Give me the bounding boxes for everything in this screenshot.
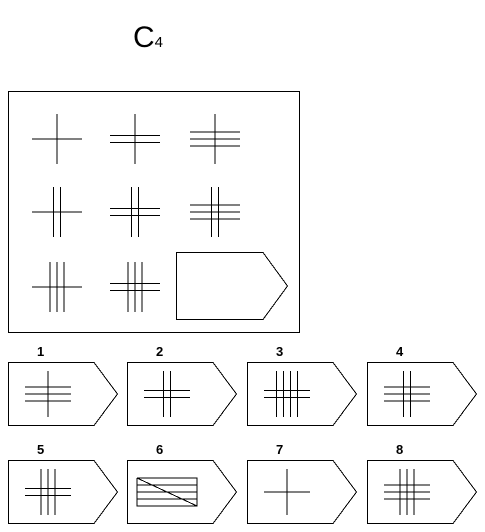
title-letter: C	[133, 21, 155, 54]
option-card-outline	[8, 460, 118, 524]
option-number-8: 8	[396, 442, 404, 457]
matrix-cell	[110, 187, 160, 237]
answer-option-6[interactable]	[127, 460, 237, 524]
option-number-2: 2	[156, 344, 164, 359]
answer-option-7[interactable]	[247, 460, 357, 524]
option-number-6: 6	[156, 442, 164, 457]
answer-option-8[interactable]	[367, 460, 477, 524]
matrix-cell	[32, 114, 82, 164]
option-number-5: 5	[37, 442, 45, 457]
matrix-cell	[190, 114, 240, 164]
answer-option-4[interactable]	[367, 362, 477, 426]
matrix-cell	[32, 187, 82, 237]
answer-option-2[interactable]	[127, 362, 237, 426]
answer-option-5[interactable]	[8, 460, 118, 524]
diagonal-line	[136, 477, 198, 507]
title-number: 4	[154, 34, 164, 51]
matrix-cell	[110, 114, 160, 164]
option-number-1: 1	[37, 344, 45, 359]
option-number-7: 7	[276, 442, 284, 457]
answer-option-3[interactable]	[247, 362, 357, 426]
puzzle-matrix	[8, 91, 300, 333]
option-number-3: 3	[276, 344, 284, 359]
option-card-outline	[127, 362, 237, 426]
matrix-cell	[110, 262, 160, 312]
placeholder-outline	[176, 252, 288, 320]
answer-option-1[interactable]	[8, 362, 118, 426]
matrix-cell	[32, 262, 82, 312]
puzzle-title: C4	[133, 18, 163, 63]
matrix-cell	[190, 187, 240, 237]
option-number-4: 4	[396, 344, 404, 359]
missing-cell-placeholder	[176, 252, 288, 320]
option-card-outline	[247, 362, 357, 426]
